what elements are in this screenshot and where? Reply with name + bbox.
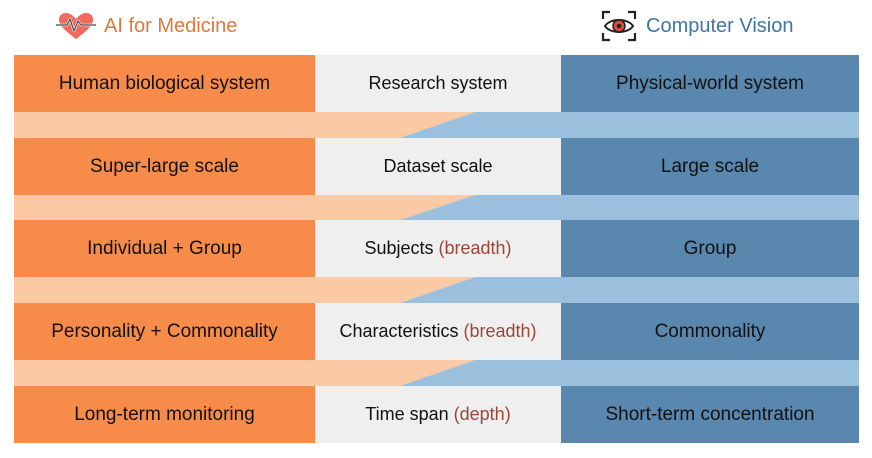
- header-left-title: AI for Medicine: [104, 14, 238, 37]
- row-characteristics: Personality + Commonality Characteristic…: [14, 303, 859, 360]
- medicine-cell: Super-large scale: [14, 138, 315, 195]
- vision-cell: Group: [561, 220, 859, 277]
- row-research-system: Human biological system Research system …: [14, 55, 859, 112]
- aspect-cell: Characteristics(breadth): [315, 303, 561, 360]
- vision-cell: Commonality: [561, 303, 859, 360]
- connector-medicine-4: [14, 360, 475, 386]
- aspect-cell: Time span(depth): [315, 386, 561, 443]
- aspect-cell: Research system: [315, 55, 561, 112]
- medicine-cell: Personality + Commonality: [14, 303, 315, 360]
- eye-scan-icon: [600, 9, 638, 43]
- connector-medicine-3: [14, 277, 475, 303]
- connector-vision-2: [400, 195, 859, 220]
- row-subjects: Individual + Group Subjects(breadth) Gro…: [14, 220, 859, 277]
- medicine-cell: Individual + Group: [14, 220, 315, 277]
- header-ai-for-medicine: AI for Medicine: [56, 8, 237, 44]
- header-right-title: Computer Vision: [646, 14, 794, 37]
- connector-medicine-2: [14, 195, 475, 220]
- vision-cell: Short-term concentration: [561, 386, 859, 443]
- aspect-label: Dataset scale: [383, 156, 493, 176]
- connector-vision-1: [400, 112, 859, 138]
- aspect-label: Research system: [368, 73, 508, 93]
- medicine-cell: Human biological system: [14, 55, 315, 112]
- connector-vision-3: [400, 277, 859, 303]
- row-time-span: Long-term monitoring Time span(depth) Sh…: [14, 386, 859, 443]
- header-computer-vision: Computer Vision: [600, 8, 793, 44]
- aspect-cell: Dataset scale: [315, 138, 561, 195]
- aspect-cell: Subjects(breadth): [315, 220, 561, 277]
- aspect-qualifier: (breadth): [463, 321, 537, 341]
- aspect-label: Time span: [365, 404, 449, 424]
- aspect-label: Subjects: [364, 238, 434, 258]
- connector-vision-4: [400, 360, 859, 386]
- heart-pulse-icon: [56, 11, 96, 41]
- medicine-cell: Long-term monitoring: [14, 386, 315, 443]
- aspect-qualifier: (depth): [453, 404, 511, 424]
- row-dataset-scale: Super-large scale Dataset scale Large sc…: [14, 138, 859, 195]
- vision-cell: Large scale: [561, 138, 859, 195]
- aspect-qualifier: (breadth): [438, 238, 512, 258]
- connector-medicine-1: [14, 112, 475, 138]
- aspect-label: Characteristics: [339, 321, 459, 341]
- vision-cell: Physical-world system: [561, 55, 859, 112]
